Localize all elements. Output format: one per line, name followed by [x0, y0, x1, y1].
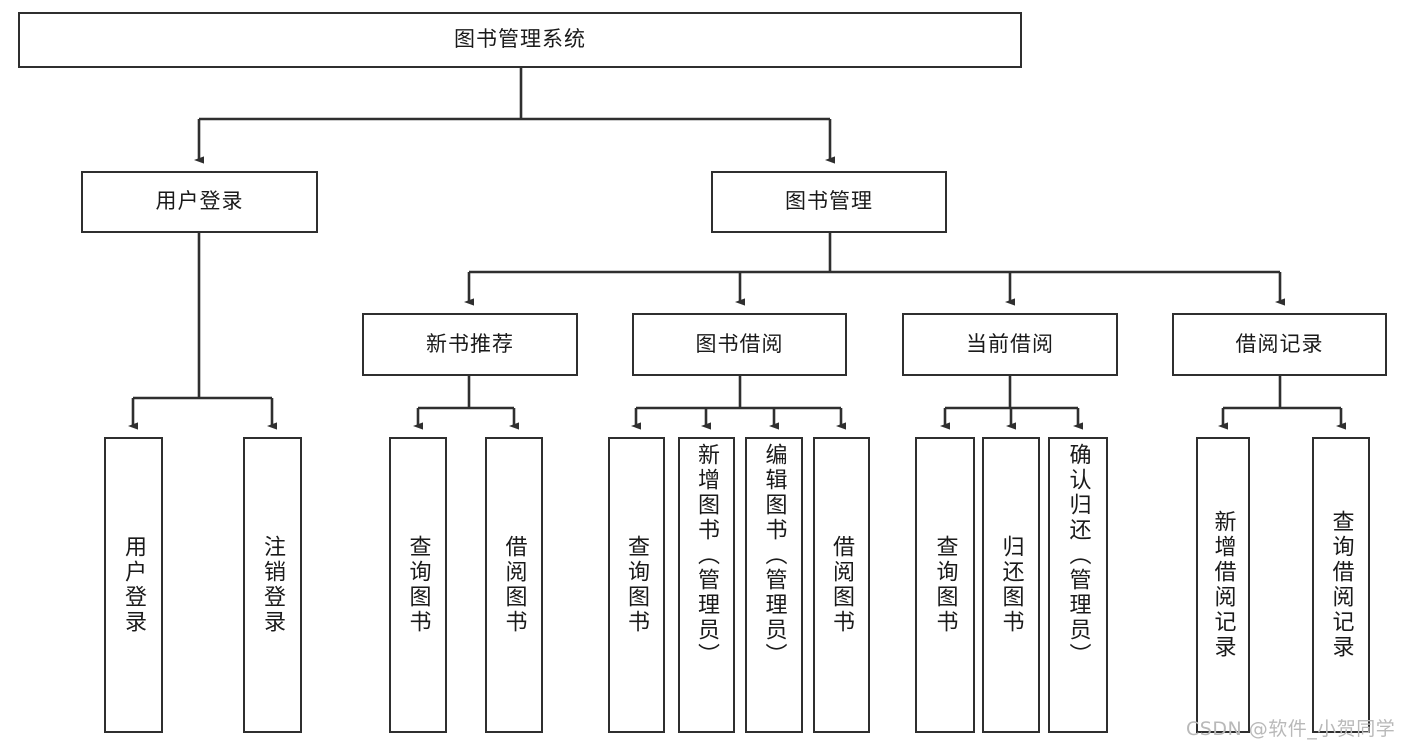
- edge-group-root: [194, 68, 835, 164]
- edge-group-borrow: [631, 376, 846, 430]
- node-current-borrow[interactable]: 当前借阅: [902, 313, 1118, 376]
- edge-group-user-login: [128, 233, 277, 430]
- edge-group-new-book: [413, 376, 519, 430]
- leaf-confirm-return-admin[interactable]: 确认归还（管理员）: [1048, 437, 1108, 733]
- edge-group-current: [940, 376, 1083, 430]
- node-borrow-records[interactable]: 借阅记录: [1172, 313, 1387, 376]
- edge-group-records: [1218, 376, 1346, 430]
- leaf-edit-book-admin[interactable]: 编辑图书（管理员）: [745, 437, 803, 733]
- node-user-login[interactable]: 用户登录: [81, 171, 318, 233]
- node-book-management[interactable]: 图书管理: [711, 171, 947, 233]
- leaf-lend-book[interactable]: 借阅图书: [813, 437, 870, 733]
- leaf-return-book[interactable]: 归还图书: [982, 437, 1040, 733]
- node-book-borrow[interactable]: 图书借阅: [632, 313, 847, 376]
- leaf-query-book-current[interactable]: 查询图书: [915, 437, 975, 733]
- node-new-book-recommend[interactable]: 新书推荐: [362, 313, 578, 376]
- leaf-user-login[interactable]: 用户登录: [104, 437, 163, 733]
- leaf-user-logout[interactable]: 注销登录: [243, 437, 302, 733]
- edge-group-book-mgmt: [464, 233, 1285, 306]
- leaf-query-borrow-record[interactable]: 查询借阅记录: [1312, 437, 1370, 733]
- leaf-add-borrow-record[interactable]: 新增借阅记录: [1196, 437, 1250, 733]
- csdn-watermark: CSDN @软件_小贺同学: [1186, 718, 1396, 740]
- leaf-add-book-admin[interactable]: 新增图书（管理员）: [678, 437, 735, 733]
- leaf-query-book-borrow[interactable]: 查询图书: [608, 437, 665, 733]
- node-root[interactable]: 图书管理系统: [18, 12, 1022, 68]
- leaf-borrow-book-recommend[interactable]: 借阅图书: [485, 437, 543, 733]
- leaf-query-book-recommend[interactable]: 查询图书: [389, 437, 447, 733]
